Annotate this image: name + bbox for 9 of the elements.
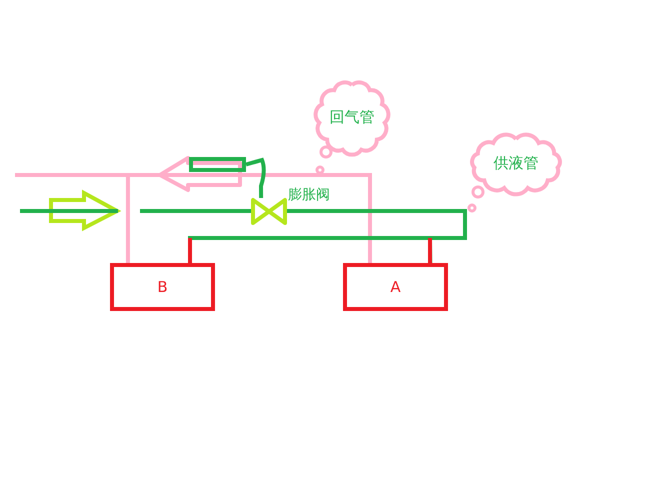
callout-text: 回气管 bbox=[328, 108, 376, 127]
sensing-bulb bbox=[189, 157, 246, 172]
callout-text: 供液管 bbox=[492, 154, 540, 173]
equipment-box: B bbox=[110, 263, 215, 311]
valve-label: 膨胀阀 bbox=[288, 186, 330, 204]
pipe-line bbox=[18, 208, 253, 213]
pipe-line bbox=[245, 158, 266, 198]
pipe-line bbox=[126, 173, 372, 263]
equipment-box: A bbox=[343, 263, 448, 311]
